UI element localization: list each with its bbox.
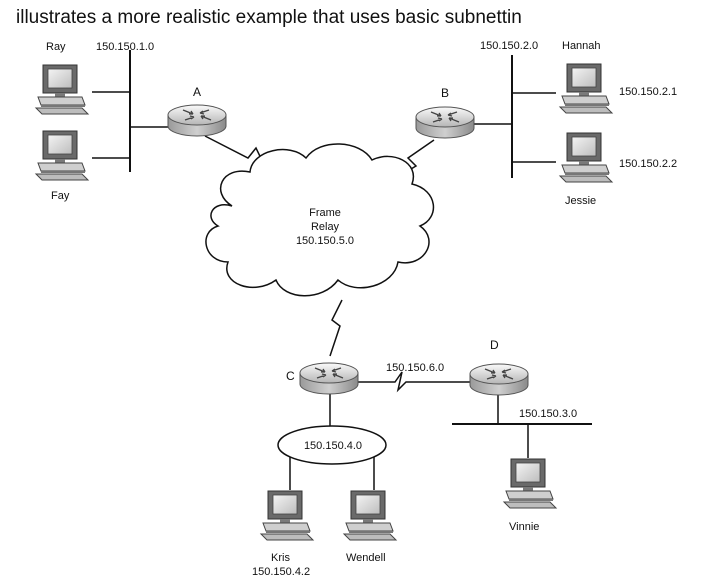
subnet-label-net2: 150.150.2.0	[480, 40, 538, 52]
subnet-label-net6: 150.150.6.0	[386, 362, 444, 374]
router-label-b: B	[441, 86, 449, 100]
router-d-icon[interactable]	[469, 363, 529, 396]
host-label-ray: Ray	[46, 41, 66, 53]
router-b-icon[interactable]	[415, 106, 475, 139]
router-a-icon[interactable]	[167, 104, 227, 137]
subnet-label-net4: 150.150.4.0	[304, 440, 362, 452]
router-label-a: A	[193, 85, 201, 99]
page-caption: illustrates a more realistic example tha…	[16, 7, 522, 28]
host-label-jessie: Jessie	[565, 195, 596, 207]
pc-ray-icon[interactable]	[35, 64, 89, 115]
pc-kris-icon[interactable]	[260, 490, 314, 541]
subnet-label-net1: 150.150.1.0	[96, 41, 154, 53]
frame-relay-label-2: Relay	[311, 221, 340, 233]
host-label-kris: Kris	[271, 552, 290, 564]
serial-link-c	[329, 299, 343, 357]
router-c-icon[interactable]	[299, 362, 359, 395]
pc-jessie-icon[interactable]	[559, 132, 613, 183]
address-label-jessie: 150.150.2.2	[619, 158, 677, 170]
pc-fay-icon[interactable]	[35, 130, 89, 181]
address-label-hannah: 150.150.2.1	[619, 86, 677, 98]
router-label-d: D	[490, 338, 499, 352]
frame-relay-cloud	[205, 143, 435, 297]
host-label-fay: Fay	[51, 190, 70, 202]
frame-relay-label-1: Frame	[309, 207, 341, 219]
lan-4-ring	[277, 425, 387, 465]
frame-relay-label-3: 150.150.5.0	[296, 235, 354, 247]
host-label-wendell: Wendell	[346, 552, 386, 564]
address-label-kris: 150.150.4.2	[252, 566, 310, 578]
pc-hannah-icon[interactable]	[559, 63, 613, 114]
host-label-vinnie: Vinnie	[509, 521, 539, 533]
host-label-hannah: Hannah	[562, 40, 601, 52]
serial-link-c-d	[357, 371, 470, 393]
subnet-label-net3: 150.150.3.0	[519, 408, 577, 420]
router-label-c: C	[286, 369, 295, 383]
pc-wendell-icon[interactable]	[343, 490, 397, 541]
pc-vinnie-icon[interactable]	[503, 458, 557, 509]
